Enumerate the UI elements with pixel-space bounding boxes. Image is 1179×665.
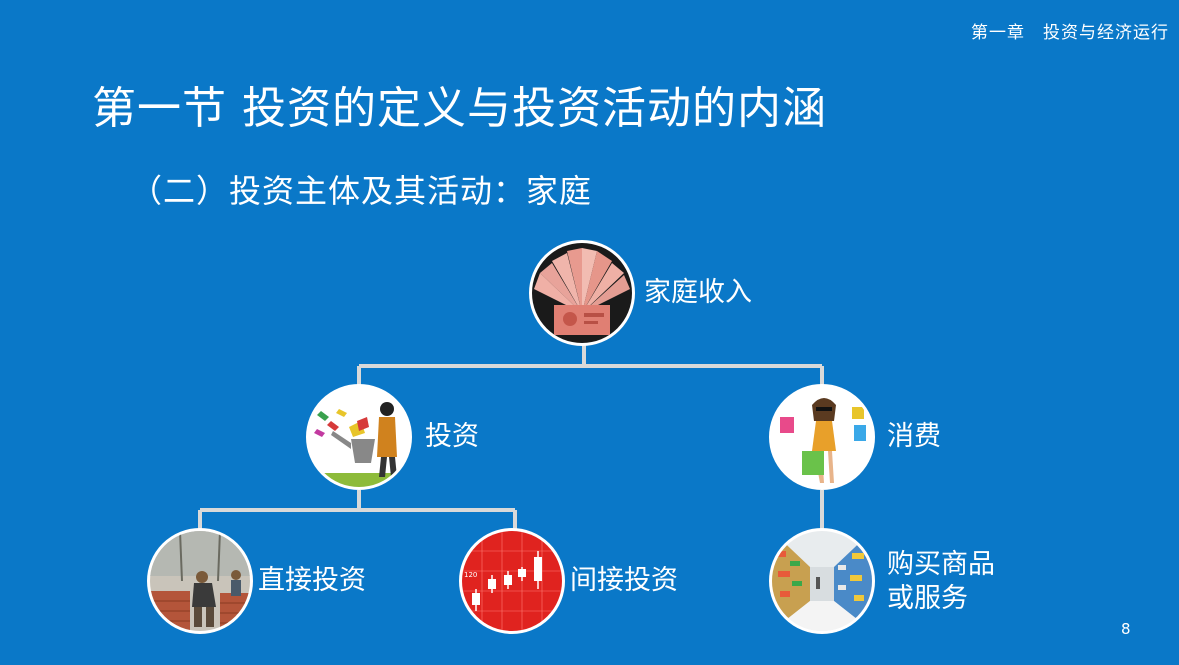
purchase-label-line2: 或服务 <box>887 582 968 614</box>
indirect-investment-label: 间接投资 <box>570 565 678 596</box>
slide-title: 第一节 投资的定义与投资活动的内涵 <box>92 83 827 134</box>
page-number: 8 <box>1121 620 1131 638</box>
construction-workers-icon <box>147 528 253 634</box>
chapter-header: 第一章 投资与经济运行 <box>971 23 1169 43</box>
money-icon <box>529 240 635 346</box>
slide-subtitle: （二）投资主体及其活动：家庭 <box>130 172 593 210</box>
supermarket-aisle-icon <box>769 528 875 634</box>
direct-investment-label: 直接投资 <box>258 565 366 596</box>
candlestick-chart-icon: 120 10 10 <box>459 528 565 634</box>
shopping-woman-icon <box>769 384 875 490</box>
root-label: 家庭收入 <box>644 277 752 308</box>
watering-money-icon <box>306 384 412 490</box>
consumption-label: 消费 <box>887 421 941 452</box>
purchase-label-line1: 购买商品 <box>887 549 995 580</box>
investment-label: 投资 <box>425 421 479 452</box>
tick-label: 120 <box>464 571 477 579</box>
purchase-label: 购买商品 或服务 <box>887 548 995 616</box>
